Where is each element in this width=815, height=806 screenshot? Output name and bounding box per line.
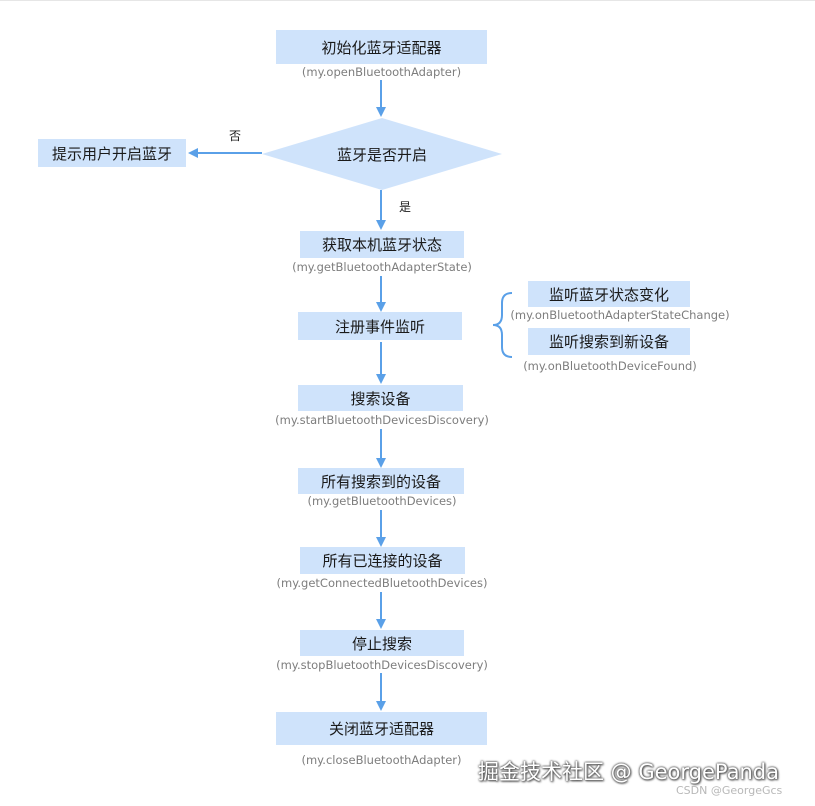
listen-new-device-label: 监听搜索到新设备 bbox=[548, 333, 669, 351]
csdn-credit: CSDN @GeorgeGcs bbox=[676, 784, 783, 797]
all-found-devices-box: 所有搜索到的设备 bbox=[298, 468, 464, 494]
init-adapter-api: (my.openBluetoothAdapter) bbox=[301, 65, 462, 79]
stop-search-box: 停止搜索 bbox=[300, 630, 464, 656]
close-adapter-label: 关闭蓝牙适配器 bbox=[328, 720, 434, 738]
juejin-watermark: 掘金技术社区 @ GeorgePanda bbox=[478, 760, 780, 784]
register-events-box: 注册事件监听 bbox=[298, 312, 462, 340]
close-adapter-box: 关闭蓝牙适配器 bbox=[276, 712, 487, 745]
listen-state-change-api: (my.onBluetoothAdapterStateChange) bbox=[510, 308, 730, 322]
edge-label-no: 否 bbox=[229, 129, 242, 143]
listen-state-change-label: 监听蓝牙状态变化 bbox=[548, 285, 669, 304]
init-adapter-label: 初始化蓝牙适配器 bbox=[321, 38, 442, 57]
get-state-label: 获取本机蓝牙状态 bbox=[321, 236, 442, 254]
get-state-box: 获取本机蓝牙状态 bbox=[300, 231, 464, 258]
listen-new-device-api: (my.onBluetoothDeviceFound) bbox=[523, 359, 697, 373]
init-adapter-box: 初始化蓝牙适配器 bbox=[276, 30, 487, 64]
edge-label-yes: 是 bbox=[399, 200, 412, 214]
close-adapter-api: (my.closeBluetoothAdapter) bbox=[301, 753, 462, 767]
all-connected-devices-label: 所有已连接的设备 bbox=[322, 552, 443, 570]
decision-diamond bbox=[262, 118, 502, 190]
top-border-line bbox=[0, 0, 815, 1]
event-brace bbox=[492, 292, 513, 358]
search-devices-label: 搜索设备 bbox=[350, 389, 411, 408]
stop-search-label: 停止搜索 bbox=[351, 634, 412, 653]
prompt-user-label: 提示用户开启蓝牙 bbox=[51, 144, 172, 163]
bt-on-decision-label: 蓝牙是否开启 bbox=[336, 145, 427, 164]
stop-search-api: (my.stopBluetoothDevicesDiscovery) bbox=[276, 658, 488, 672]
prompt-user-box: 提示用户开启蓝牙 bbox=[38, 139, 186, 167]
all-connected-devices-api: (my.getConnectedBluetoothDevices) bbox=[276, 576, 488, 590]
search-devices-api: (my.startBluetoothDevicesDiscovery) bbox=[275, 413, 489, 427]
listen-state-change-box: 监听蓝牙状态变化 bbox=[528, 281, 690, 307]
get-state-api: (my.getBluetoothAdapterState) bbox=[292, 260, 472, 274]
listen-new-device-box: 监听搜索到新设备 bbox=[528, 328, 690, 355]
all-found-devices-api: (my.getBluetoothDevices) bbox=[307, 494, 457, 508]
all-connected-devices-box: 所有已连接的设备 bbox=[300, 547, 465, 574]
search-devices-box: 搜索设备 bbox=[298, 385, 463, 411]
register-events-label: 注册事件监听 bbox=[334, 317, 425, 336]
all-found-devices-label: 所有搜索到的设备 bbox=[320, 472, 441, 491]
